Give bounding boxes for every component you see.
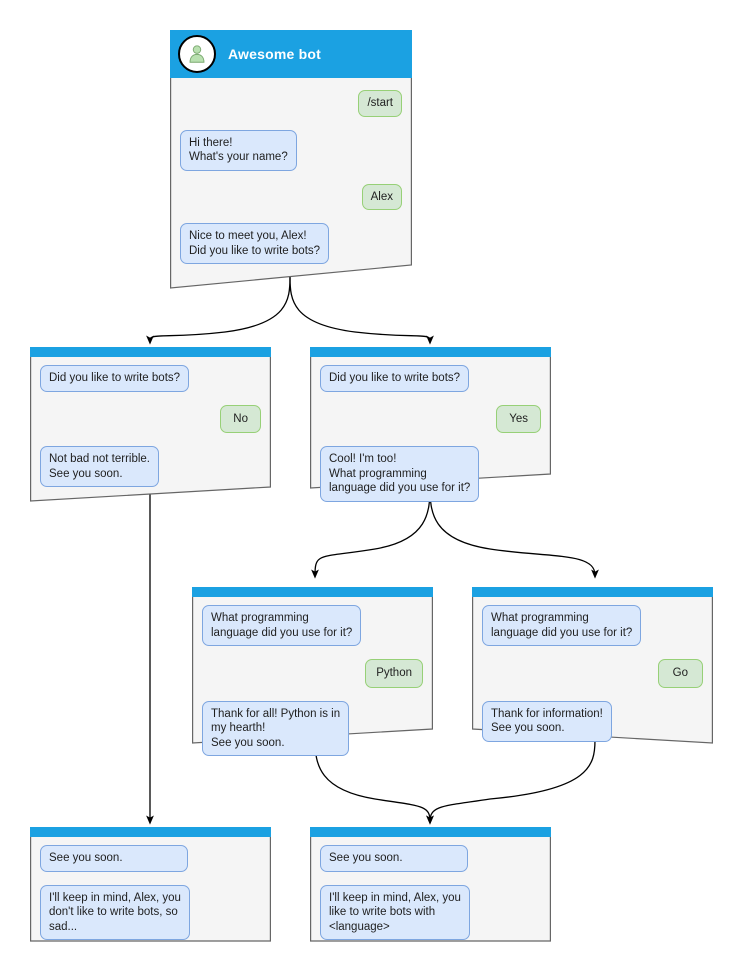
node-no-branch[interactable]: Did you like to write bots? No Not bad n… (30, 347, 271, 503)
node-end-sad[interactable]: See you soon. I'll keep in mind, Alex, y… (30, 827, 271, 942)
node-go-branch[interactable]: What programming language did you use fo… (472, 587, 713, 745)
message-row: Hi there! What's your name? (180, 129, 402, 171)
message-row: Nice to meet you, Alex! Did you like to … (180, 223, 402, 264)
user-bubble[interactable]: Go (657, 659, 703, 688)
node-end-happy-header (310, 827, 551, 837)
message-row: What programming language did you use fo… (202, 605, 423, 646)
message-row: What programming language did you use fo… (482, 605, 703, 646)
user-bubble[interactable]: Alex (361, 183, 402, 210)
user-bubble[interactable]: No (220, 404, 261, 433)
message-row: Yes (320, 404, 541, 433)
node-go-branch-header (472, 587, 713, 597)
node-python-branch-header (192, 587, 433, 597)
bot-bubble: What programming language did you use fo… (202, 605, 362, 646)
message-row: I'll keep in mind, Alex, you like to wri… (320, 884, 541, 940)
node-no-branch-header (30, 347, 271, 357)
bot-bubble: See you soon. (320, 845, 468, 872)
bot-bubble: Cool! I'm too! What programming language… (320, 446, 480, 502)
bot-bubble: Did you like to write bots? (40, 365, 190, 392)
message-row: No (40, 404, 261, 433)
bot-bubble: Hi there! What's your name? (180, 129, 297, 171)
node-end-sad-chat: See you soon. I'll keep in mind, Alex, y… (30, 837, 271, 959)
message-row: Did you like to write bots? (40, 365, 261, 392)
bot-bubble: Did you like to write bots? (320, 365, 470, 392)
message-row: I'll keep in mind, Alex, you don't like … (40, 884, 261, 940)
message-row: See you soon. (40, 845, 261, 872)
message-row: Thank for information! See you soon. (482, 700, 703, 742)
node-no-branch-chat: Did you like to write bots? No Not bad n… (30, 357, 271, 506)
message-row: /start (180, 90, 402, 117)
message-row: Alex (180, 183, 402, 210)
bot-bubble: Thank for information! See you soon. (482, 700, 612, 742)
node-end-happy-chat: See you soon. I'll keep in mind, Alex, y… (310, 837, 551, 959)
node-python-branch[interactable]: What programming language did you use fo… (192, 587, 433, 756)
node-yes-branch-header (310, 347, 551, 357)
node-yes-branch-chat: Did you like to write bots? Yes Cool! I'… (310, 357, 551, 521)
bot-bubble: Nice to meet you, Alex! Did you like to … (180, 223, 330, 264)
bot-bubble: I'll keep in mind, Alex, you like to wri… (320, 884, 470, 940)
message-row: Go (482, 659, 703, 688)
message-row: See you soon. (320, 845, 541, 872)
bot-bubble: What programming language did you use fo… (482, 605, 642, 646)
message-row: Cool! I'm too! What programming language… (320, 446, 541, 502)
message-row: Thank for all! Python is in my hearth! S… (202, 700, 423, 756)
node-yes-branch[interactable]: Did you like to write bots? Yes Cool! I'… (310, 347, 551, 502)
user-bubble[interactable]: /start (358, 90, 402, 117)
message-row: Not bad not terrible. See you soon. (40, 446, 261, 487)
bot-bubble: I'll keep in mind, Alex, you don't like … (40, 884, 190, 940)
node-go-branch-chat: What programming language did you use fo… (472, 597, 713, 761)
message-row: Did you like to write bots? (320, 365, 541, 392)
node-root-header: Awesome bot (170, 30, 412, 78)
node-root-chat: /start Hi there! What's your name? Alex … (170, 78, 412, 283)
person-avatar-icon (178, 35, 216, 73)
node-root[interactable]: Awesome bot /start Hi there! What's your… (170, 30, 412, 290)
message-row: Python (202, 659, 423, 688)
user-bubble[interactable]: Python (365, 659, 423, 688)
bot-bubble: See you soon. (40, 845, 188, 872)
bot-bubble: Thank for all! Python is in my hearth! S… (202, 700, 350, 756)
node-end-sad-header (30, 827, 271, 837)
user-bubble[interactable]: Yes (496, 404, 541, 433)
node-python-branch-chat: What programming language did you use fo… (192, 597, 433, 775)
bot-bubble: Not bad not terrible. See you soon. (40, 446, 160, 487)
node-end-happy[interactable]: See you soon. I'll keep in mind, Alex, y… (310, 827, 551, 942)
bot-title: Awesome bot (228, 46, 321, 62)
